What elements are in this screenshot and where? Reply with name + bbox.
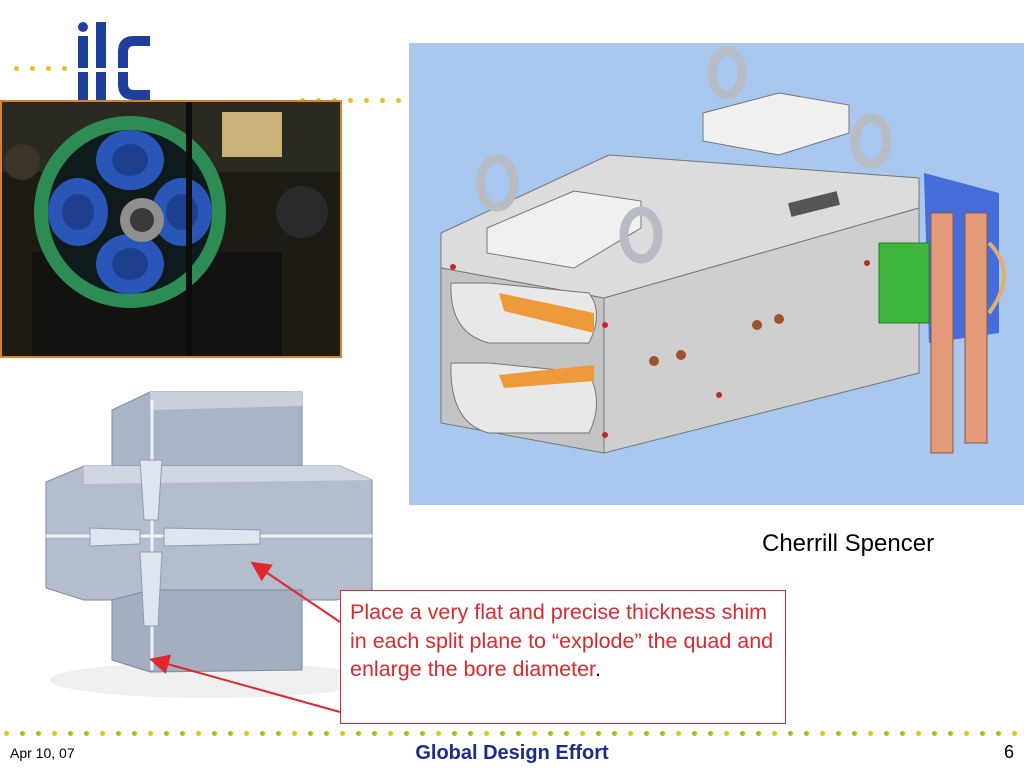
magnet-cad-render — [409, 43, 1024, 505]
photo-credit: Cherrill Spencer — [762, 530, 935, 557]
ilc-logo — [78, 22, 150, 100]
quadrupole-photo — [0, 100, 342, 358]
callout-period: . — [595, 657, 602, 681]
callout-text: Place a very flat and precise thickness … — [350, 600, 774, 681]
footer-date: Apr 10, 07 — [10, 745, 75, 761]
footer-title: Global Design Effort — [415, 742, 609, 764]
bottom-dots — [0, 731, 1024, 737]
quad-core-render — [45, 391, 373, 698]
shim-callout: Place a very flat and precise thickness … — [340, 590, 786, 724]
top-dots-left — [14, 66, 84, 72]
page-number: 6 — [1003, 742, 1014, 762]
